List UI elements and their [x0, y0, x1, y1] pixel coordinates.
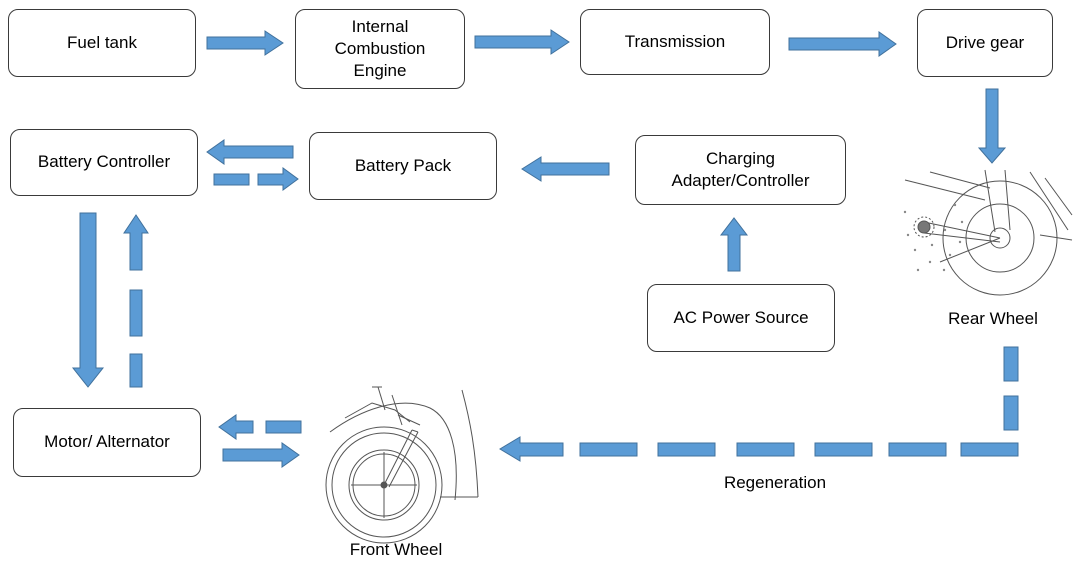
arrow-motor-to-controller-dash-1: [129, 353, 143, 388]
arrow-controller-to-pack-dash: [213, 173, 250, 186]
arrow-wheel-to-motor-head: [218, 414, 254, 440]
engine-box: Internal Combustion Engine: [295, 9, 465, 89]
regen-dash-h5: [657, 442, 716, 457]
fuel-tank-box: Fuel tank: [8, 9, 196, 77]
rear-wheel-sketch: [903, 169, 1073, 296]
arrow-drive-gear-to-rear-wheel: [977, 88, 1007, 164]
arrow-motor-to-controller-dash-2: [129, 289, 143, 337]
regen-dash-h2: [888, 442, 947, 457]
regen-dash-v2: [1003, 395, 1019, 431]
ac-power-source-box: AC Power Source: [647, 284, 835, 352]
battery-pack-box: Battery Pack: [309, 132, 497, 200]
regen-dash-h4: [736, 442, 795, 457]
arrow-controller-to-motor: [71, 212, 105, 388]
regen-dash-h6: [579, 442, 638, 457]
front-wheel-label: Front Wheel: [349, 540, 443, 559]
arrow-transmission-to-drive-gear: [788, 31, 897, 57]
arrow-controller-to-pack-head: [257, 167, 299, 191]
arrow-pack-to-controller: [206, 139, 294, 165]
charging-adapter-box: Charging Adapter/Controller: [635, 135, 846, 205]
transmission-box: Transmission: [580, 9, 770, 75]
rear-wheel-label: Rear Wheel: [948, 309, 1038, 328]
battery-controller-box: Battery Controller: [10, 129, 198, 196]
regen-dash-v1: [1003, 346, 1019, 382]
arrow-engine-to-transmission: [474, 29, 570, 55]
arrow-fuel-to-engine: [206, 30, 284, 56]
regen-arrow-head: [499, 436, 564, 462]
regen-dash-h1: [960, 442, 1019, 457]
regen-dash-h3: [814, 442, 873, 457]
arrow-wheel-to-motor-dash: [265, 420, 302, 434]
motor-alternator-box: Motor/ Alternator: [13, 408, 201, 477]
regeneration-label: Regeneration: [723, 473, 827, 492]
front-wheel-sketch: [325, 386, 479, 544]
arrows: [71, 29, 1019, 468]
arrow-ac-to-charger: [719, 217, 749, 272]
arrow-motor-to-controller-head: [123, 214, 149, 271]
arrow-charger-to-pack: [521, 156, 610, 182]
drive-gear-box: Drive gear: [917, 9, 1053, 77]
arrow-motor-to-wheel: [222, 442, 300, 468]
